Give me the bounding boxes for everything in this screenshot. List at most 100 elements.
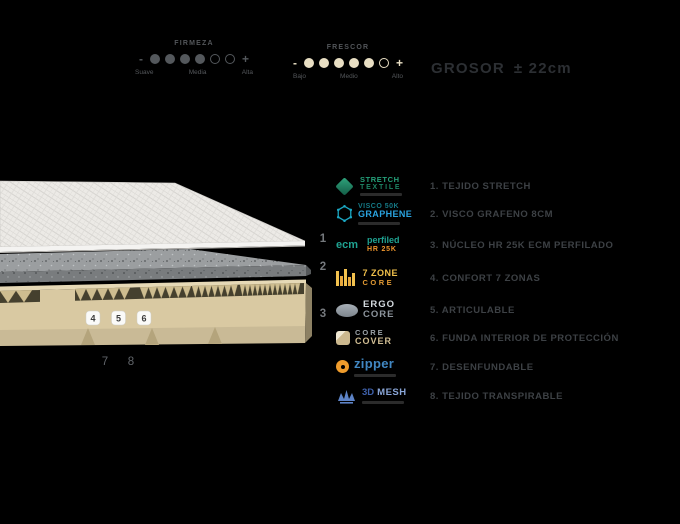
scale-label-low: Suave	[135, 69, 154, 76]
badge-subline	[358, 222, 400, 226]
freshness-scale-labels: Bajo Medio Alto	[281, 73, 415, 80]
badge-subline	[362, 400, 404, 404]
thickness-indicator: GROSOR ± 22cm	[431, 60, 572, 77]
badge-subline	[360, 193, 402, 197]
feature-text: VISCO GRAFENO 8CM	[442, 208, 553, 220]
feature-label: 1. TEJIDO STRETCH	[430, 181, 531, 192]
visco-layer	[0, 249, 311, 283]
cover-corner-icon	[336, 330, 350, 345]
badge-line: 7 ZONE	[362, 267, 399, 278]
badge-line: 3D	[362, 387, 375, 399]
minus-icon: -	[138, 52, 143, 66]
firmness-title: FIRMEZA	[174, 40, 214, 47]
badge-line: CORE	[355, 327, 385, 337]
feature-text: TEJIDO STRETCH	[442, 180, 531, 192]
feature-number: 6.	[430, 332, 439, 344]
core-teeth	[0, 283, 301, 304]
zone-chips: 4 5 6	[85, 310, 152, 326]
feature-number: 8.	[430, 390, 439, 402]
feature-label: 4. CONFORT 7 ZONAS	[430, 273, 540, 284]
badge-line: zipper	[354, 356, 395, 372]
badge-line: GRAPHENE	[358, 209, 413, 220]
articulation-cut	[208, 327, 222, 344]
badge-line: COVER	[355, 336, 393, 347]
layer-marker-1: 1	[319, 233, 327, 245]
scale-dot	[363, 58, 374, 68]
freshness-title: FRESCOR	[326, 44, 370, 51]
feature-label: 6. FUNDA INTERIOR DE PROTECCIÓN	[430, 333, 619, 344]
feature-row-confort: 7 ZONE CORE 4. CONFORT 7 ZONAS	[336, 264, 666, 292]
bottom-marker-8: 8	[128, 356, 134, 368]
feature-number: 1.	[430, 180, 439, 192]
feature-label: 2. VISCO GRAFENO 8CM	[430, 209, 553, 220]
thickness-label: GROSOR	[431, 60, 505, 77]
badge-word: ecm	[336, 238, 359, 251]
feature-number: 5.	[430, 304, 439, 316]
freshness-scale: FRESCOR - + Bajo Medio Alto	[281, 44, 415, 80]
feature-text: ARTICULABLE	[441, 304, 515, 316]
badge-subline	[354, 373, 396, 377]
plus-icon: +	[241, 52, 249, 66]
articulation-cut	[145, 328, 159, 345]
layer-marker-2: 2	[319, 261, 327, 273]
feature-row-visco-grafeno: VISCO 50K GRAPHENE 2. VISCO GRAFENO 8CM	[336, 200, 666, 228]
feature-text: NÚCLEO HR 25K ECM PERFILADO	[442, 239, 614, 251]
firmness-dots: - +	[137, 53, 251, 65]
scale-dot	[209, 54, 220, 64]
badge-line: perfiled	[367, 235, 400, 246]
scale-dot	[348, 58, 359, 68]
minus-icon: -	[292, 56, 297, 70]
feature-row-funda: CORE COVER 6. FUNDA INTERIOR DE PROTECCI…	[336, 324, 666, 352]
graphene-molecule-icon	[336, 205, 353, 223]
thickness-value: ± 22cm	[513, 60, 572, 77]
firmness-scale-labels: Suave Media Alta	[123, 69, 265, 76]
feature-text: CONFORT 7 ZONAS	[442, 272, 541, 284]
ergo-shape-icon	[336, 303, 358, 317]
bottom-marker-7: 7	[102, 356, 108, 368]
zone-marker-4: 4	[90, 314, 95, 324]
feature-label: 3. NÚCLEO HR 25K ECM PERFILADO	[430, 240, 613, 251]
core-layer	[0, 279, 312, 346]
articulation-cut	[81, 328, 95, 345]
zone-bars-icon	[336, 269, 355, 287]
badge-line: CORE	[362, 277, 395, 287]
stretch-textile-badge: STRETCH TEXTILE	[335, 174, 430, 197]
badge-line: TEXTILE	[360, 183, 402, 191]
gem-icon	[335, 176, 354, 196]
scale-dot	[318, 58, 329, 68]
scale-dot	[179, 54, 190, 64]
feature-label: 7. DESENFUNDABLE	[430, 362, 534, 373]
ergo-core-badge: ERGO CORE	[336, 298, 430, 321]
scale-label-mid: Media	[188, 69, 207, 76]
badge-line: ERGO	[363, 298, 395, 310]
feature-number: 3.	[430, 239, 439, 251]
zone-marker-5: 5	[116, 314, 121, 324]
feature-row-desenfundable: zipper 7. DESENFUNDABLE	[336, 353, 666, 381]
mattress-illustration: 4 5 6 7 8	[0, 180, 312, 368]
zipper-pull-icon	[336, 360, 349, 374]
3d-mesh-badge: 3D MESH	[336, 387, 430, 404]
scale-label-high: Alta	[241, 69, 253, 76]
feature-text: FUNDA INTERIOR DE PROTECCIÓN	[442, 332, 619, 344]
badge-line: STRETCH	[360, 174, 400, 184]
firmness-scale: FIRMEZA - + Suave Media Alta	[123, 40, 265, 76]
badge-line: HR 25K	[367, 246, 397, 254]
feature-row-transpirable: 3D MESH 8. TEJIDO TRANSPIRABLE	[336, 382, 666, 410]
freshness-dot-track	[303, 58, 389, 68]
feature-row-tejido-stretch: STRETCH TEXTILE 1. TEJIDO STRETCH	[335, 172, 666, 200]
feature-label: 8. TEJIDO TRANSPIRABLE	[430, 391, 563, 402]
feature-row-articulable: ERGO CORE 5. ARTICULABLE	[336, 296, 666, 324]
freshness-dots: - +	[291, 57, 405, 69]
visco-graphene-badge: VISCO 50K GRAPHENE	[336, 203, 430, 226]
scale-label-high: Alto	[391, 73, 403, 80]
feature-number: 7.	[430, 361, 439, 373]
layer-marker-3: 3	[319, 308, 327, 320]
badge-line: VISCO 50K	[358, 202, 400, 210]
scale-dot	[149, 54, 160, 64]
scale-label-mid: Medio	[340, 73, 358, 80]
feature-text: DESENFUNDABLE	[442, 361, 534, 373]
badge-line: MESH	[377, 387, 407, 399]
scale-dot	[303, 58, 314, 68]
ecm-perfiled-badge: ecm perfiled HR 25K	[336, 235, 430, 254]
fabric-layer	[0, 180, 306, 253]
